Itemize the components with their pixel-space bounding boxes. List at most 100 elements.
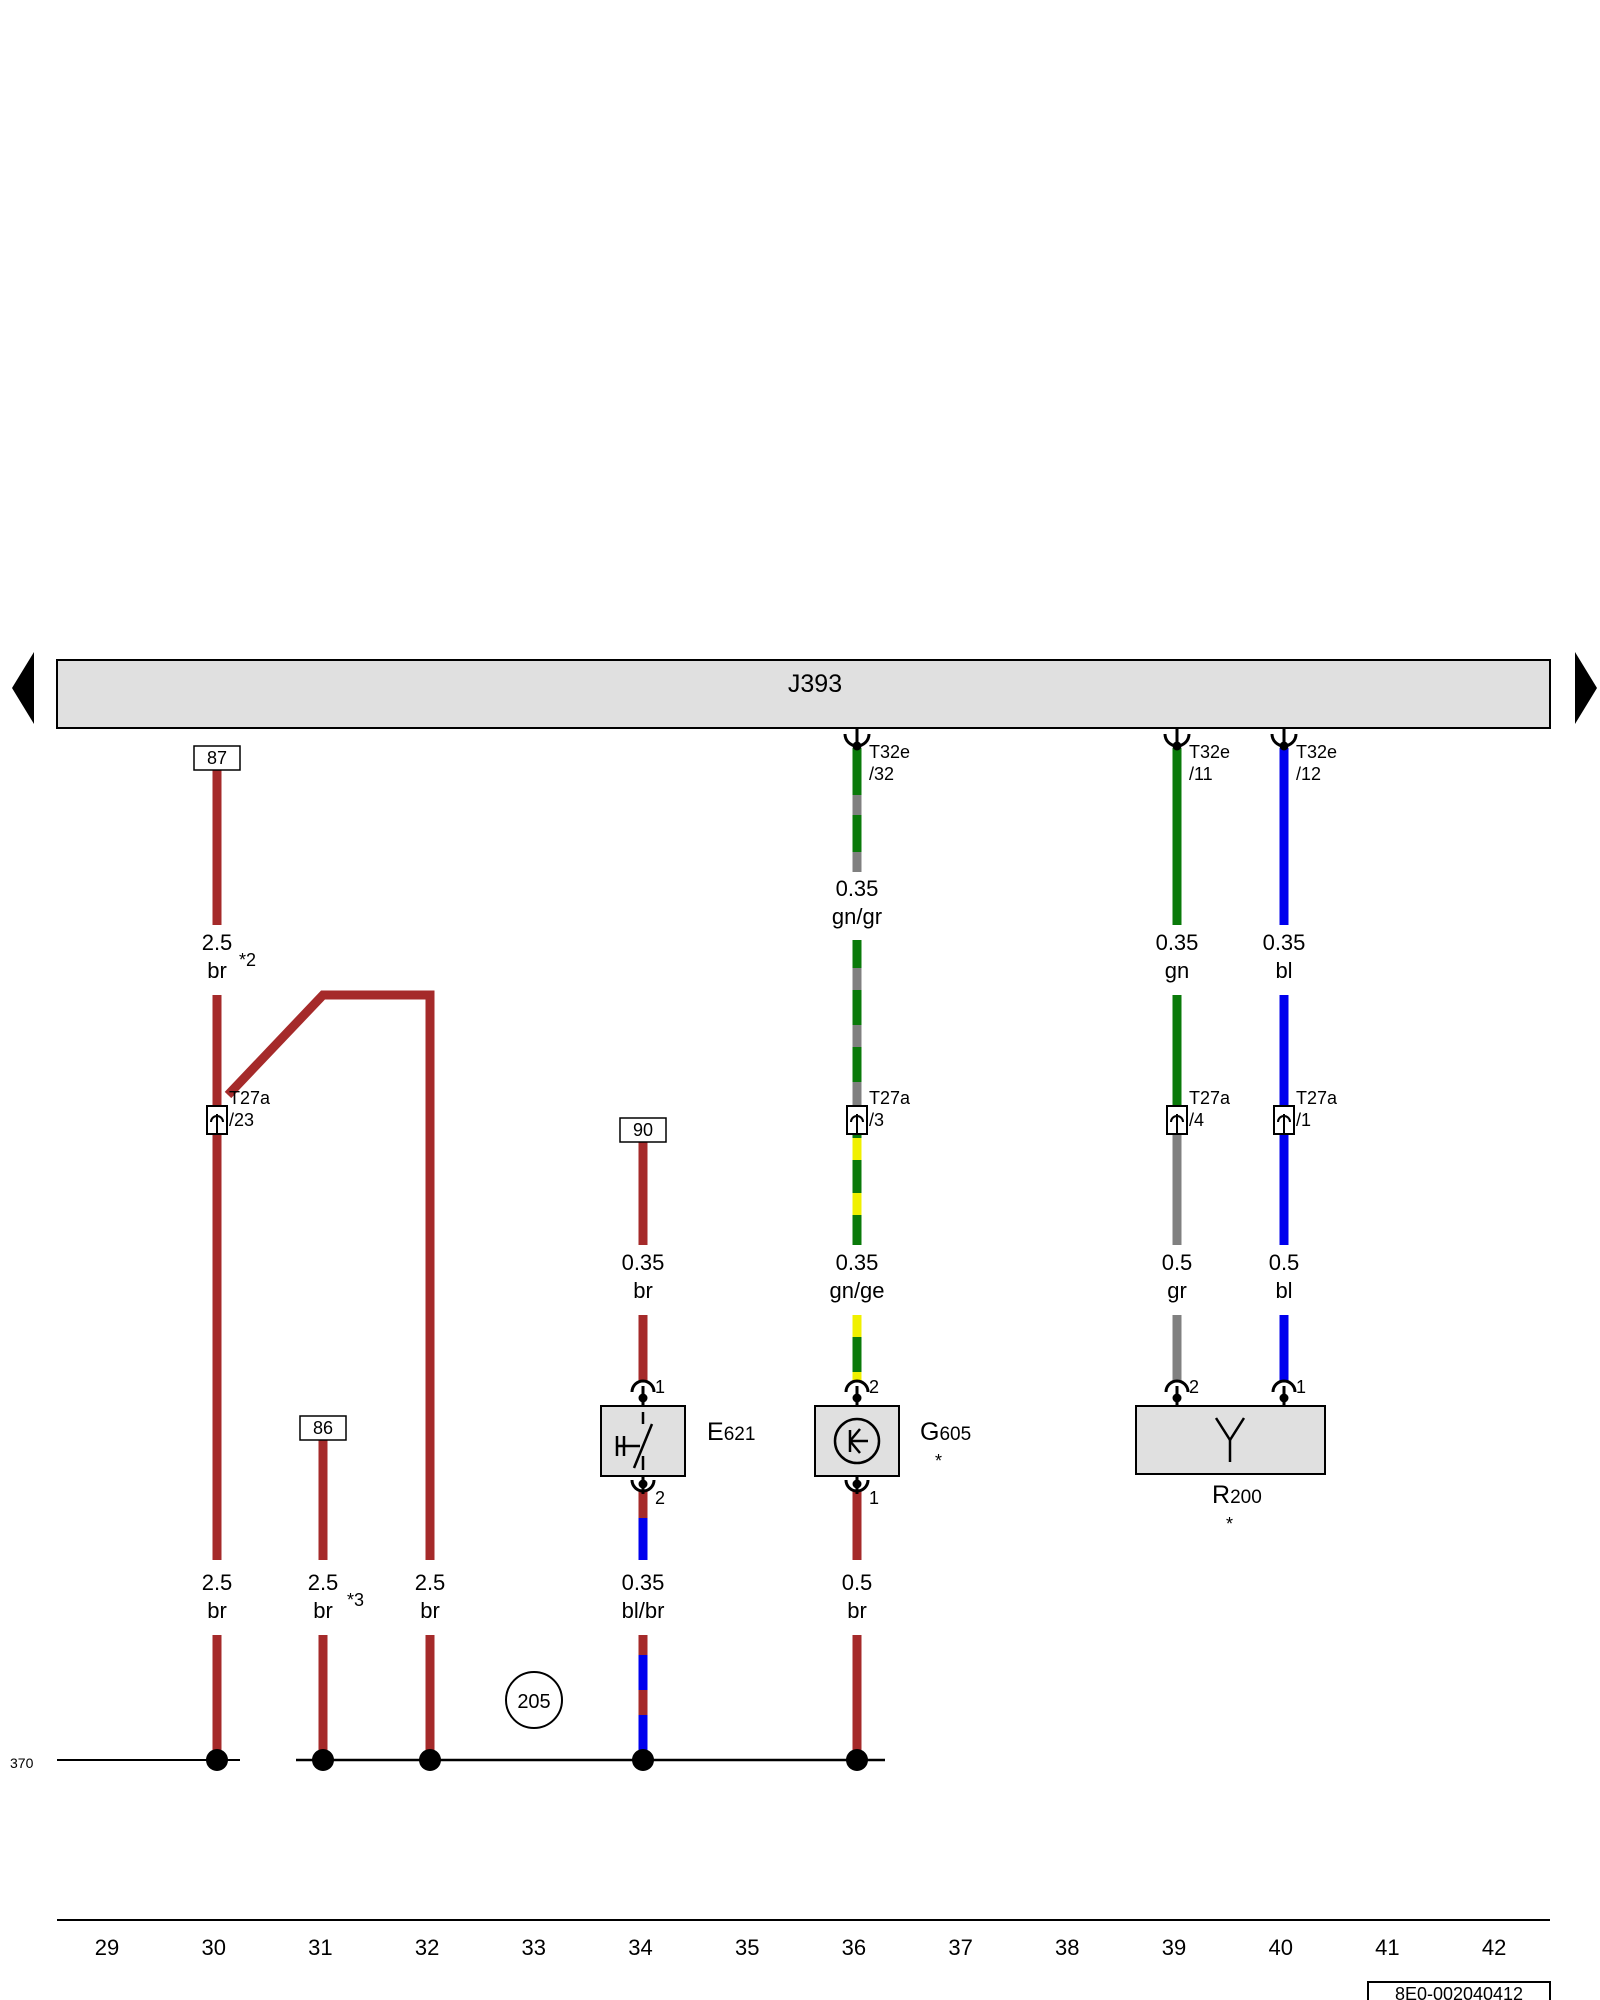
- wire-size: 2.5: [202, 1570, 233, 1595]
- column-number: 41: [1375, 1935, 1399, 1960]
- junction-dot: [846, 1749, 868, 1771]
- wire-size: 2.5: [202, 930, 233, 955]
- connector-pin: /11: [1189, 764, 1213, 784]
- connector-name: T32e: [1189, 742, 1230, 762]
- wire-note: *2: [239, 950, 256, 970]
- wires: [212, 748, 1289, 1760]
- wire-size: 0.35: [622, 1570, 665, 1595]
- switch-icon: [615, 1412, 654, 1470]
- component-r200: R200 *: [1135, 1405, 1326, 1534]
- connector-symbols-t32e: [843, 728, 1298, 751]
- connector-box-icon: [1273, 1105, 1295, 1135]
- connector-pin: /3: [869, 1110, 884, 1130]
- pin-socket-icon: [630, 1476, 656, 1494]
- column-number: 39: [1162, 1935, 1186, 1960]
- prev-page-arrow[interactable]: [12, 652, 34, 724]
- wire-size: 0.35: [836, 1250, 879, 1275]
- connector-name: T27a: [1296, 1088, 1338, 1108]
- wire-color: bl: [1275, 958, 1292, 983]
- connector-pin: /32: [869, 764, 894, 784]
- column-number: 37: [948, 1935, 972, 1960]
- connector-pin: /12: [1296, 764, 1321, 784]
- next-page-arrow[interactable]: [1575, 652, 1597, 724]
- document-code: 8E0-002040412: [1367, 1981, 1551, 2000]
- wire-color: gn: [1165, 958, 1189, 983]
- wire-size: 2.5: [308, 1570, 339, 1595]
- connector-pin-icon: [1163, 728, 1191, 751]
- column-number: 33: [522, 1935, 546, 1960]
- document-code-text: 8E0-002040412: [1395, 1984, 1523, 2000]
- terminal-86-label: 86: [313, 1418, 333, 1438]
- junction-dot: [312, 1749, 334, 1771]
- column-number: 31: [308, 1935, 332, 1960]
- connector-pin: /1: [1296, 1110, 1311, 1130]
- antenna-icon: [1214, 1417, 1246, 1462]
- pin-socket-icon: [630, 1379, 656, 1406]
- control-unit-label: J393: [788, 670, 842, 698]
- connector-pin-icon: [843, 728, 871, 751]
- connector-name: T32e: [869, 742, 910, 762]
- ground-point-label: 205: [517, 1691, 550, 1713]
- wire-size: 0.35: [1156, 930, 1199, 955]
- sensor-icon: [833, 1417, 881, 1465]
- wire-size: 0.5: [842, 1570, 873, 1595]
- connector-name: T27a: [869, 1088, 911, 1108]
- ground-line: 370: [10, 1749, 885, 1771]
- wire-color: br: [420, 1598, 440, 1623]
- wire-branch-30-32: [224, 990, 435, 1560]
- terminal-87-label: 87: [207, 748, 227, 768]
- component-e621: E621: [600, 1405, 755, 1477]
- column-number: 34: [628, 1935, 652, 1960]
- wire-size: 0.35: [622, 1250, 665, 1275]
- pin-socket-icon: [1164, 1379, 1190, 1406]
- junction-dot: [419, 1749, 441, 1771]
- junction-dot: [206, 1749, 228, 1771]
- wire-color: gn/ge: [829, 1278, 884, 1303]
- connector-box-icon: [206, 1105, 228, 1135]
- terminal-87: 87: [193, 745, 241, 771]
- terminal-90-label: 90: [633, 1120, 653, 1140]
- wire-note: *3: [347, 1590, 364, 1610]
- component-e621-label: E621: [707, 1418, 755, 1446]
- component-g605-label: G605: [920, 1418, 971, 1446]
- connector-symbols-t27a: [206, 1105, 1295, 1135]
- pin-number: 1: [869, 1488, 879, 1508]
- connector-name: T27a: [1189, 1088, 1231, 1108]
- connector-name: T32e: [1296, 742, 1337, 762]
- wire-labels: 2.5 br *2 0.35 gn/gr 0.35 gn 0.35 bl 0.3…: [202, 876, 1306, 1623]
- column-number: 38: [1055, 1935, 1079, 1960]
- connector-box-icon: [846, 1105, 868, 1135]
- wire-color: bl: [1275, 1278, 1292, 1303]
- component-g605-note: *: [935, 1451, 942, 1471]
- pin-number: 1: [1296, 1377, 1306, 1397]
- column-number: 36: [842, 1935, 866, 1960]
- wire-color: gn/gr: [832, 904, 882, 929]
- junction-dot: [632, 1749, 654, 1771]
- wire-color: bl/br: [622, 1598, 665, 1623]
- connector-labels: T32e /32 T32e /11 T32e /12 T27a /23 T27a…: [229, 742, 1338, 1130]
- wire-size: 0.35: [836, 876, 879, 901]
- connector-pin: /23: [229, 1110, 254, 1130]
- ground-line-number: 370: [10, 1755, 34, 1771]
- connector-pin: /4: [1189, 1110, 1204, 1130]
- column-number: 42: [1482, 1935, 1506, 1960]
- column-number: 32: [415, 1935, 439, 1960]
- column-number: 29: [95, 1935, 119, 1960]
- pin-socket-icon: [844, 1476, 870, 1494]
- connector-pin-icon: [1270, 728, 1298, 751]
- terminal-90: 90: [619, 1117, 667, 1143]
- pin-socket-icon: [1271, 1379, 1297, 1406]
- wire-size: 0.35: [1263, 930, 1306, 955]
- wire-color: br: [207, 958, 227, 983]
- column-number: 40: [1268, 1935, 1292, 1960]
- wire-color: gr: [1167, 1278, 1187, 1303]
- wire-color: br: [313, 1598, 333, 1623]
- component-r200-label: R200: [1212, 1481, 1262, 1509]
- wire-color: br: [847, 1598, 867, 1623]
- control-unit-j393: J393: [56, 659, 1551, 729]
- pin-socket-icon: [844, 1379, 870, 1406]
- pin-numbers: 1 2 2 1 2 1: [655, 1377, 1306, 1508]
- pin-number: 2: [1189, 1377, 1199, 1397]
